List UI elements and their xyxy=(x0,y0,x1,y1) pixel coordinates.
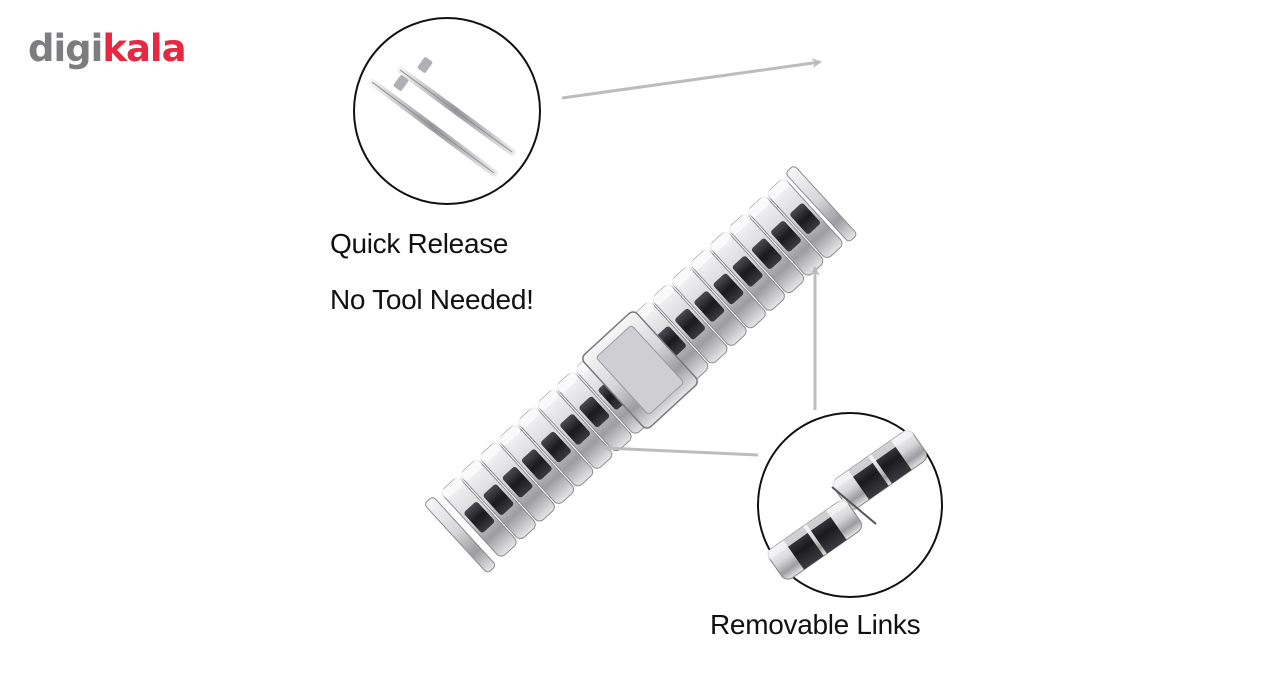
band-end-piece xyxy=(786,166,857,242)
band-link xyxy=(556,372,632,452)
band-link xyxy=(499,424,575,504)
band-link xyxy=(767,179,843,258)
spring-bar-pins-icon xyxy=(368,57,516,177)
spring-bar-pins-inset xyxy=(353,17,541,205)
clasp-icon xyxy=(582,311,698,429)
band-link xyxy=(652,284,728,364)
brand-logo-part1: digi xyxy=(28,27,103,70)
no-tool-needed-label: No Tool Needed! xyxy=(330,284,534,315)
band-link xyxy=(671,266,747,346)
removable-links-label: Removable Links xyxy=(710,609,921,640)
arrow-icon xyxy=(561,58,822,457)
band-link xyxy=(441,477,517,557)
band-link xyxy=(729,214,805,294)
band-link xyxy=(460,460,536,540)
brand-logo: digikala xyxy=(28,26,187,72)
band-link xyxy=(537,389,613,469)
removable-link-pieces-icon xyxy=(765,427,928,580)
quick-release-label: Quick Release xyxy=(330,228,509,259)
arrow-to-spring-bar xyxy=(561,58,822,100)
watch-band xyxy=(425,166,857,573)
band-link xyxy=(710,231,785,311)
band-link xyxy=(518,407,594,487)
removable-links-inset xyxy=(757,412,943,598)
brand-logo-part2: kala xyxy=(102,27,186,70)
band-end-piece xyxy=(425,497,496,573)
band-link xyxy=(690,249,766,329)
arrow-to-lower-links xyxy=(603,443,759,457)
band-link xyxy=(748,196,824,276)
band-link xyxy=(480,442,555,522)
